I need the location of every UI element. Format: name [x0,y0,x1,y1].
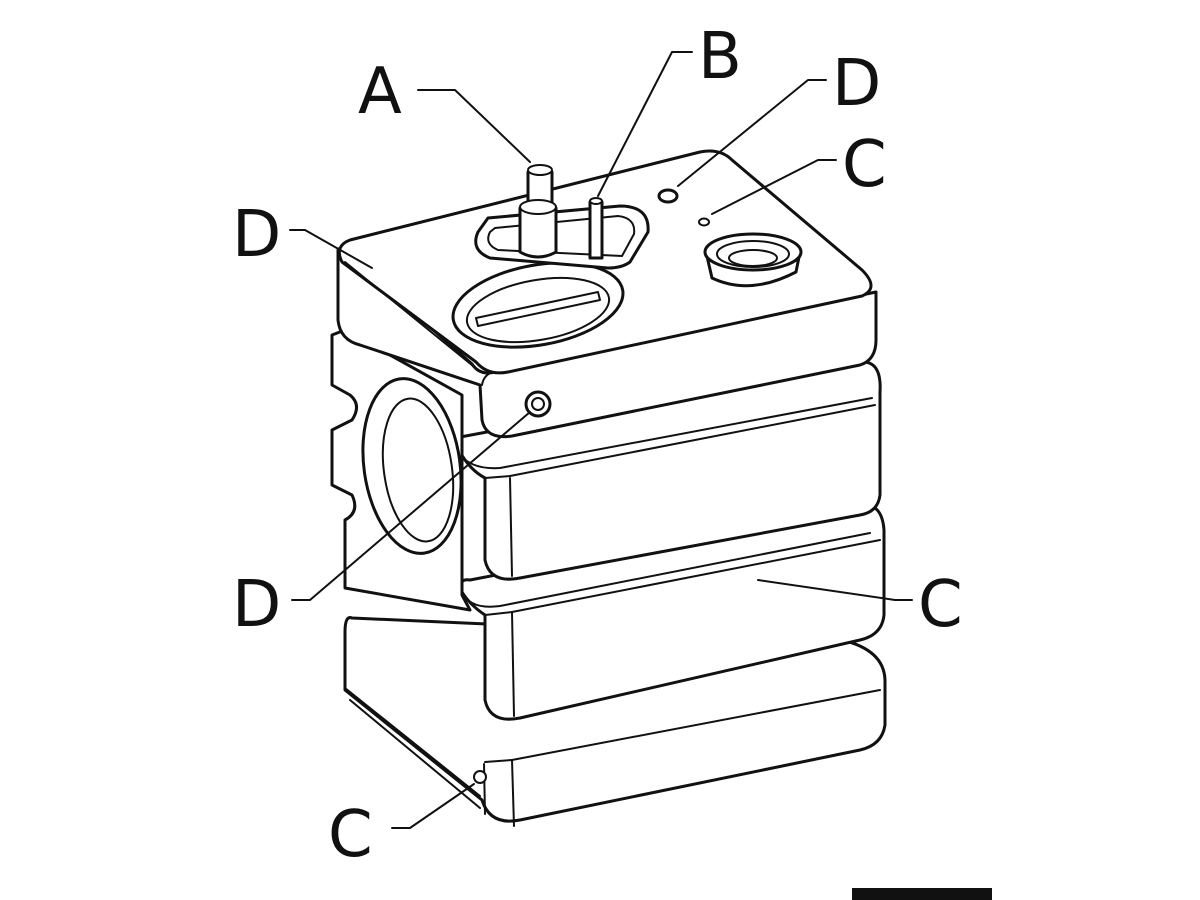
label-d-left-lower: D [232,568,281,642]
label-c-bottom: C [328,798,373,872]
label-c-top: C [842,128,887,202]
label-d-left-upper: D [232,198,281,272]
scale-bar [852,888,992,900]
label-c-right: C [918,568,963,642]
part-labels: A B D C D D C C [232,20,963,872]
leader-lines [289,51,913,829]
label-a: A [358,55,402,129]
left-side-body [330,328,472,612]
bottom-tier [343,616,887,827]
top-features [451,164,803,349]
upper-middle-tier [452,360,882,581]
label-b: B [698,20,742,94]
label-d-top: D [832,47,881,121]
